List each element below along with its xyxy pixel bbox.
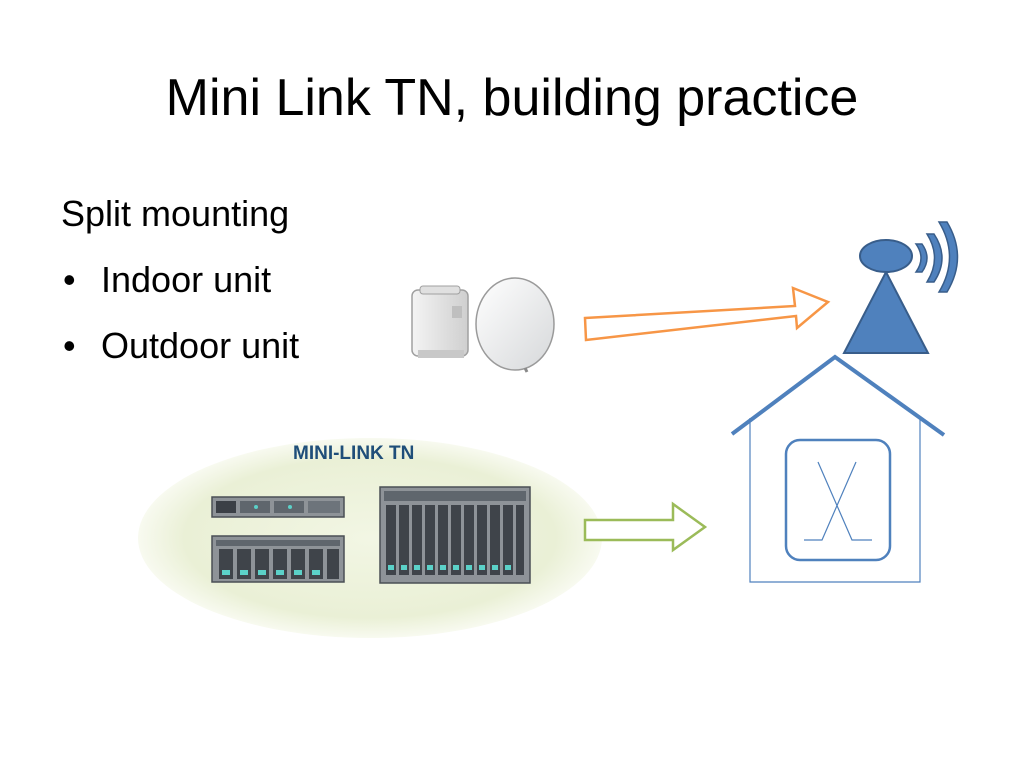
arrow-to-building [583, 501, 708, 553]
bullet-list: • Indoor unit • Outdoor unit [61, 256, 299, 388]
slide-title: Mini Link TN, building practice [165, 69, 859, 127]
bullet-dot: • [63, 325, 76, 366]
bullet-item: • Outdoor unit [61, 322, 299, 388]
indoor-unit-2u-image [211, 535, 345, 583]
equipment-ellipse [138, 438, 602, 638]
bullet-dot: • [63, 259, 76, 300]
subheading: Split mounting [61, 193, 290, 234]
building-icon [730, 354, 946, 583]
arrow-to-tower [583, 286, 831, 342]
bullet-text: Outdoor unit [101, 325, 300, 366]
indoor-unit-rack-image [379, 486, 531, 584]
outdoor-radio-unit-image [411, 285, 469, 358]
bullet-item: • Indoor unit [61, 256, 299, 322]
radio-tower-icon [842, 221, 959, 354]
equipment-label: MINI-LINK TN [293, 443, 414, 464]
bullet-text: Indoor unit [101, 259, 272, 300]
indoor-unit-1u-image [211, 496, 345, 518]
antenna-dish-image [475, 277, 555, 373]
cross-connect-icon [784, 438, 892, 562]
